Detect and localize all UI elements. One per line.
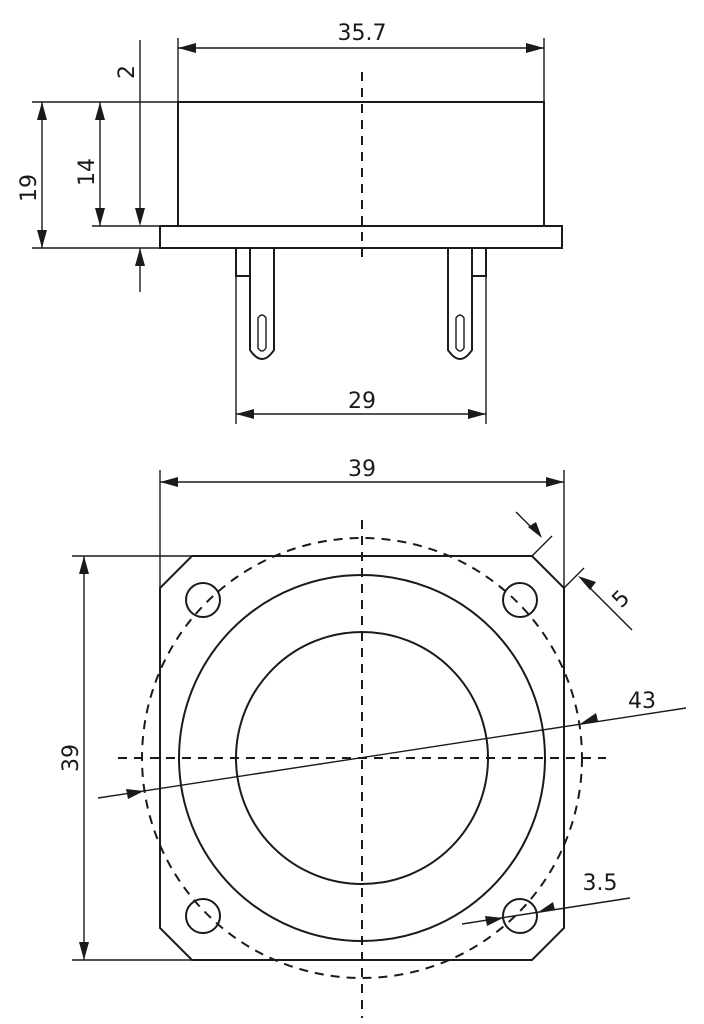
dim-label-2: 2 [115, 65, 140, 79]
dim-label-43: 43 [628, 689, 656, 714]
dim-label-14: 14 [75, 158, 100, 186]
terminal-pin-right [447, 247, 487, 360]
mounting-hole-bottom-left [185, 898, 221, 934]
square-frame [159, 555, 565, 961]
dim-label-29: 29 [348, 389, 376, 414]
dim-total-height: 19 [17, 102, 47, 248]
dim-hole-diameter: 3.5 [461, 871, 631, 926]
dim-label-19: 19 [17, 174, 42, 202]
dim-body-height: 14 [75, 102, 105, 226]
side-view: 35.7 19 14 2 [17, 21, 563, 424]
mounting-hole-bottom-right [502, 898, 538, 934]
dim-top-height: 39 [59, 555, 192, 961]
top-view: 39 39 5 43 [59, 457, 687, 1018]
dim-label-35-7: 35.7 [338, 21, 387, 46]
dim-width-top: 35.7 [177, 21, 545, 102]
dim-flange-thickness: 2 [115, 40, 145, 292]
dim-outer-diameter: 43 [97, 689, 687, 799]
mounting-hole-top-right [502, 582, 538, 618]
dim-corner-chamfer: 5 [515, 511, 635, 631]
terminal-pin-left [235, 247, 275, 360]
dim-label-3-5: 3.5 [583, 871, 618, 896]
dim-label-39-width: 39 [348, 457, 376, 482]
dim-label-39-height: 39 [59, 744, 84, 772]
dim-pin-spacing: 29 [235, 276, 487, 424]
dim-top-width: 39 [159, 457, 565, 588]
mounting-hole-top-left [185, 582, 221, 618]
